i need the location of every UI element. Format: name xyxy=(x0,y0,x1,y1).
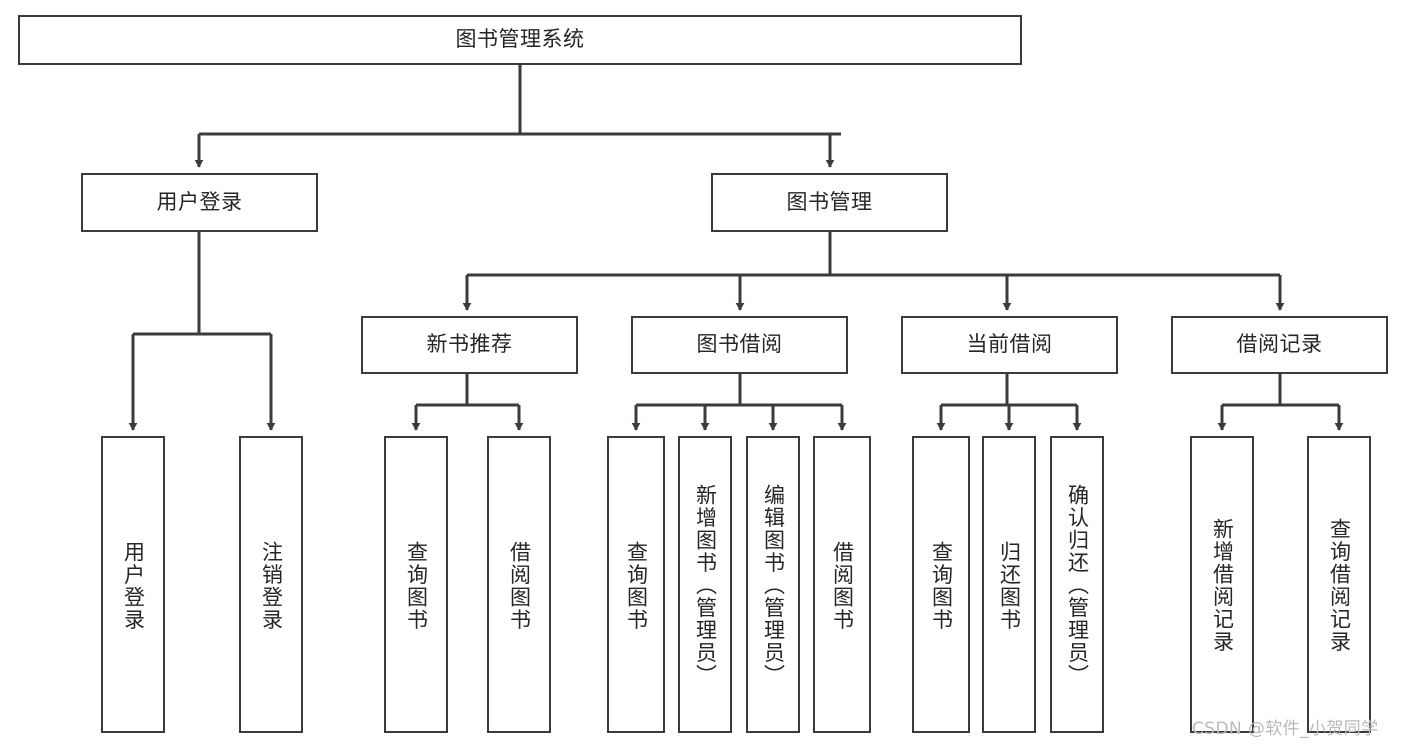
node-label: 图书管理 xyxy=(786,189,873,214)
node-label: 确认归还（管理员） xyxy=(1065,484,1090,687)
node-label: 用户登录 xyxy=(156,189,243,214)
node-label: 注销登录 xyxy=(259,540,284,631)
node-leaf-query-book-recommend[interactable]: 查询图书 xyxy=(384,436,448,733)
node-leaf-query-borrow-record[interactable]: 查询借阅记录 xyxy=(1307,436,1371,733)
node-leaf-borrow-book[interactable]: 借阅图书 xyxy=(813,436,871,733)
node-leaf-query-book-borrow[interactable]: 查询图书 xyxy=(607,436,665,733)
node-leaf-return-book[interactable]: 归还图书 xyxy=(982,436,1036,733)
node-label: 借阅图书 xyxy=(507,540,532,631)
node-label: 查询借阅记录 xyxy=(1327,518,1352,653)
node-new-book-recommend[interactable]: 新书推荐 xyxy=(361,316,578,374)
node-book-borrow[interactable]: 图书借阅 xyxy=(631,316,848,374)
node-label: 借阅图书 xyxy=(830,540,855,631)
node-leaf-confirm-return[interactable]: 确认归还（管理员） xyxy=(1050,436,1104,733)
node-book-management[interactable]: 图书管理 xyxy=(711,173,948,232)
node-book-management-system[interactable]: 图书管理系统 xyxy=(18,15,1022,65)
node-label: 新增借阅记录 xyxy=(1210,518,1235,653)
node-label: 查询图书 xyxy=(624,540,649,631)
node-borrow-record[interactable]: 借阅记录 xyxy=(1171,316,1388,374)
node-leaf-add-book[interactable]: 新增图书（管理员） xyxy=(678,436,732,733)
node-label: 用户登录 xyxy=(121,540,146,631)
node-label: 查询图书 xyxy=(929,540,954,631)
node-label: 新书推荐 xyxy=(426,332,513,357)
csdn-watermark: CSDN @软件_小贺同学 xyxy=(1192,719,1379,739)
node-leaf-borrow-book-recommend[interactable]: 借阅图书 xyxy=(487,436,551,733)
node-label: 新增图书（管理员） xyxy=(693,484,718,687)
node-leaf-add-borrow-record[interactable]: 新增借阅记录 xyxy=(1190,436,1254,733)
node-leaf-logout-login[interactable]: 注销登录 xyxy=(239,436,303,733)
node-current-borrow[interactable]: 当前借阅 xyxy=(901,316,1118,374)
node-label: 借阅记录 xyxy=(1236,332,1323,357)
node-user-login[interactable]: 用户登录 xyxy=(81,173,318,232)
node-leaf-query-book-current[interactable]: 查询图书 xyxy=(912,436,970,733)
node-label: 编辑图书（管理员） xyxy=(761,484,786,687)
node-leaf-user-login[interactable]: 用户登录 xyxy=(101,436,165,733)
node-label: 查询图书 xyxy=(404,540,429,631)
node-label: 归还图书 xyxy=(997,540,1022,631)
node-label: 图书借阅 xyxy=(696,332,783,357)
node-label: 当前借阅 xyxy=(966,332,1053,357)
node-leaf-edit-book[interactable]: 编辑图书（管理员） xyxy=(746,436,800,733)
node-label: 图书管理系统 xyxy=(455,27,585,52)
